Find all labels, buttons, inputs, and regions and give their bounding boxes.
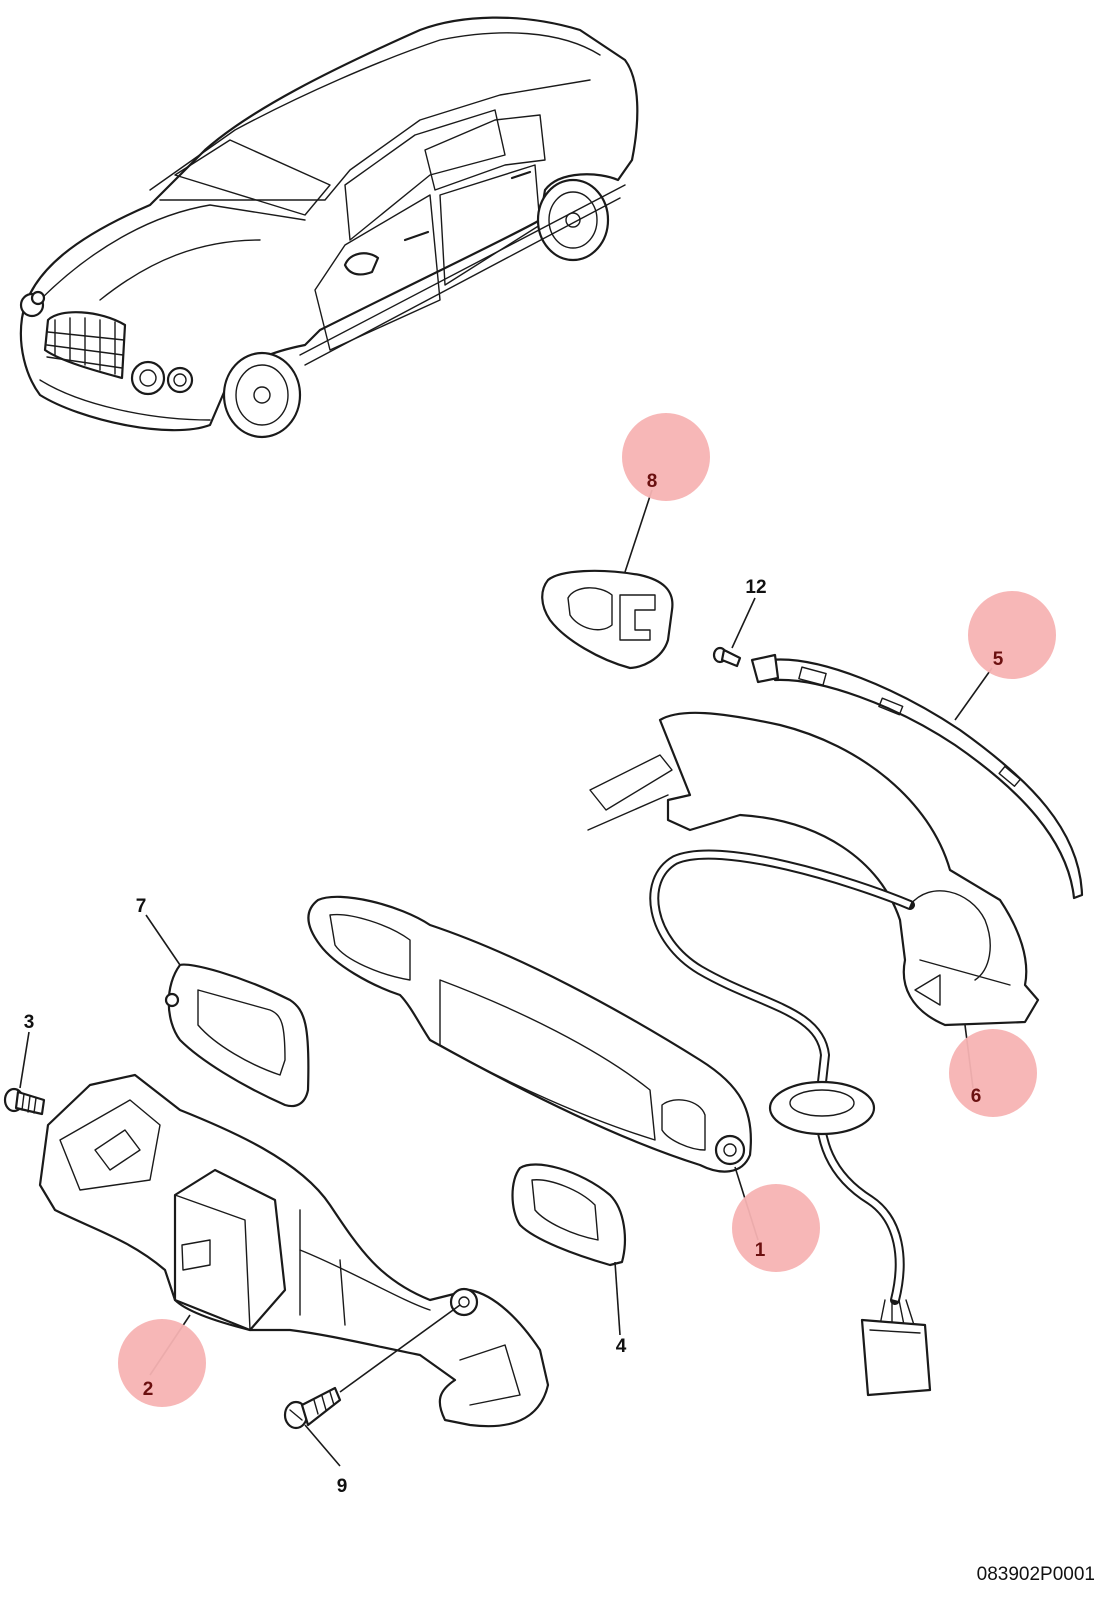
part-1-handle-seal [307,895,752,1173]
car-illustration [19,16,639,439]
callout-12: 12 [745,577,766,598]
part-6-outer-handle [587,711,1040,1027]
callout-8: 8 [647,471,658,492]
part-4-bezel [511,1163,626,1267]
part-5-gasket [164,963,310,1108]
part-8-end-cap [541,569,674,670]
highlight-2 [118,1319,206,1407]
highlight-1 [732,1184,820,1272]
part-7-trim-strip [750,653,1084,900]
callout-4: 4 [616,1336,627,1357]
callout-5: 7 [136,896,147,917]
highlight-markers [118,413,1056,1407]
part-12-screw [712,646,742,668]
cable-harness [649,849,932,1397]
part-9-screw [283,1386,342,1430]
part-2-carrier-bracket [38,1073,550,1428]
highlight-6 [949,1029,1037,1117]
callout-9: 9 [337,1476,348,1497]
diagram-reference-code: 083902P0001 [976,1564,1095,1585]
callout-3: 3 [24,1012,35,1033]
part-3-bolt [3,1087,46,1116]
callout-6: 6 [971,1086,982,1107]
callout-1: 1 [755,1240,766,1261]
highlight-8 [622,413,710,501]
callout-labels: 8 12 5 6 1 7 3 4 2 9 [24,471,1004,1497]
highlight-7 [968,591,1056,679]
callout-2: 2 [143,1379,154,1400]
callout-7: 5 [993,649,1004,670]
